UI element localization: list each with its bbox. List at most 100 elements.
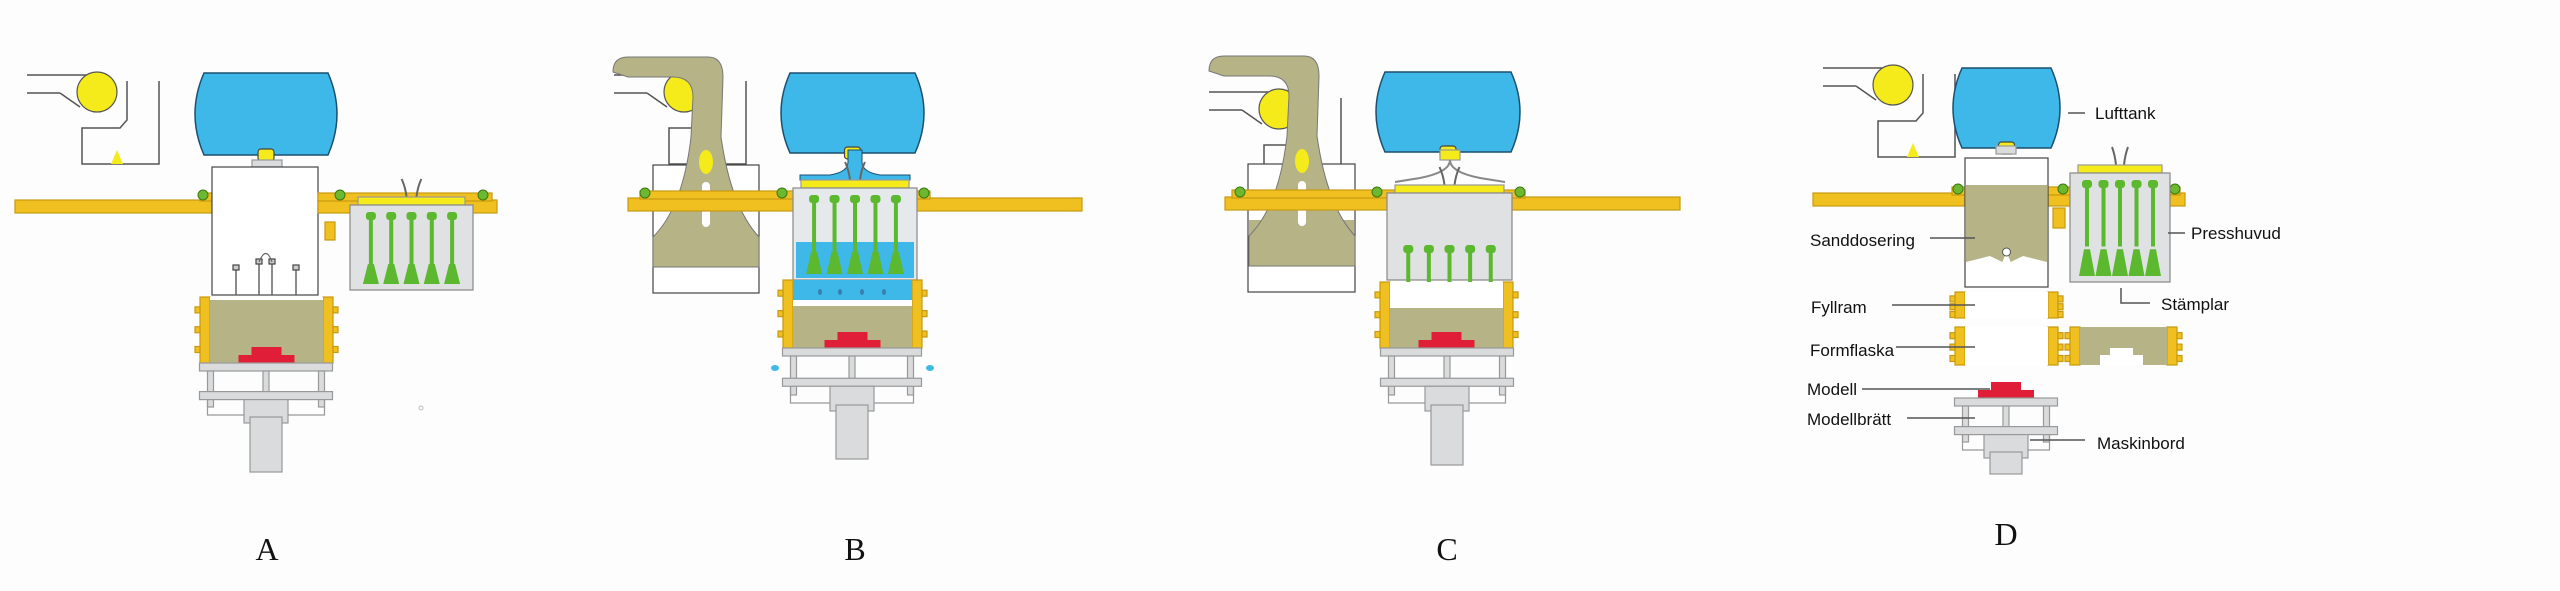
table-post: [789, 355, 798, 396]
rail-wheel: [639, 187, 651, 199]
stamp-foot: [2145, 249, 2161, 276]
stamp-rod: [2151, 188, 2155, 247]
stamp-cap: [447, 212, 458, 220]
stamp-rod: [1488, 253, 1493, 301]
flask-lug: [332, 345, 339, 354]
stamp-foot: [444, 263, 461, 284]
stamp-cap: [829, 195, 840, 203]
stamp-rod: [812, 203, 817, 253]
pattern-plate: [781, 347, 923, 357]
panel-label-c: C: [1436, 531, 1457, 567]
rail-wheel: [918, 187, 930, 199]
stamp-cap: [890, 195, 901, 203]
air-connector: [251, 159, 283, 168]
flask-lug: [2057, 295, 2064, 303]
stamp-cap: [1444, 245, 1455, 253]
coupling: [324, 221, 336, 241]
speck: [418, 405, 424, 411]
stamp-cap: [2082, 180, 2092, 188]
stamp: [887, 195, 904, 274]
stamp-foot: [383, 263, 400, 284]
air-connector: [1995, 145, 2017, 155]
pin-head: [292, 264, 300, 271]
table-post: [906, 355, 915, 396]
pattern-model: [1978, 382, 2034, 398]
conveyor-line: [1241, 109, 1263, 125]
table-plate: [198, 391, 334, 401]
stamp-cap: [2131, 180, 2142, 188]
label-machine-table: Maskinbord: [2097, 434, 2185, 453]
stamp: [423, 212, 440, 284]
stamp: [383, 212, 400, 284]
stamp-foot: [826, 252, 843, 274]
stamp-rod: [873, 203, 878, 253]
flask-lug: [1374, 330, 1381, 339]
sand-valve: [2002, 247, 2011, 257]
sand-gate: [699, 150, 713, 174]
label-pattern: Modell: [1807, 380, 1857, 399]
flask-lug: [1374, 291, 1381, 299]
rail-wheel: [197, 189, 209, 201]
stamp-rod: [2134, 188, 2139, 247]
stamp: [403, 212, 420, 284]
air-bubble: [838, 289, 842, 295]
pattern-model: [1418, 332, 1475, 348]
flask-lug: [2176, 354, 2183, 363]
table-post: [317, 370, 326, 408]
machine-table: [198, 362, 334, 473]
flask-lug: [194, 345, 201, 354]
stamp-cap: [1403, 245, 1414, 253]
flask-lug: [332, 306, 339, 314]
table-post: [2042, 405, 2051, 443]
air-tank-body: [1952, 67, 2061, 149]
stamp: [847, 195, 863, 274]
sensor-loop: [258, 252, 273, 263]
flask-lug: [777, 310, 784, 318]
stamp-rod: [1406, 253, 1411, 301]
panel-b: [612, 56, 1083, 460]
sand-dosing-box: [211, 166, 319, 296]
stamp-cap: [870, 195, 881, 203]
air-tank: [1375, 71, 1521, 159]
stamp-cap: [2148, 180, 2158, 188]
pattern-plate: [198, 362, 334, 372]
machine-column: [1989, 451, 2023, 475]
flask-cavity: [1965, 327, 2048, 365]
stamp-cap: [365, 212, 376, 220]
stamp-rod: [409, 220, 414, 267]
sand-hopper: [1823, 64, 1956, 158]
flask-lug: [194, 306, 201, 314]
label-press-head: Presshuvud: [2191, 224, 2281, 243]
air-bubble: [882, 289, 886, 295]
stamp: [2145, 180, 2161, 276]
air-tank: [1952, 67, 2061, 155]
sand-drop-icon: [111, 150, 123, 164]
air-tank: [780, 72, 925, 160]
label-mould-flask: Formflaska: [1810, 341, 1895, 360]
air-bubble: [860, 289, 864, 295]
stamp-cap: [2115, 180, 2125, 188]
flask-wall-right: [322, 296, 334, 364]
sand-drop-icon: [1907, 143, 1919, 157]
flask-wall-left: [199, 296, 211, 364]
panel-d: [1812, 64, 2186, 475]
rail-wheel: [776, 187, 788, 199]
press-plate: [2077, 164, 2163, 174]
stamp-cap: [386, 212, 397, 220]
stamp-rod: [1426, 253, 1431, 301]
table-rod: [2002, 405, 2010, 430]
carriage-rail: [1231, 186, 1526, 199]
press-head: [2069, 146, 2171, 283]
air-valve: [1439, 149, 1461, 161]
stamp-rod: [893, 203, 898, 253]
flask-lug: [921, 330, 928, 338]
stamp-foot: [423, 263, 440, 284]
flask-wall-right: [2047, 291, 2059, 319]
label-fill-frame: Fyllram: [1811, 298, 1867, 317]
stamp-cap: [1465, 245, 1476, 253]
air-tank-body: [780, 72, 925, 154]
conveyor-wheel: [76, 71, 118, 113]
table-post: [206, 370, 215, 408]
flask-lug: [1949, 295, 1956, 303]
press-linkage: [1394, 159, 1506, 183]
